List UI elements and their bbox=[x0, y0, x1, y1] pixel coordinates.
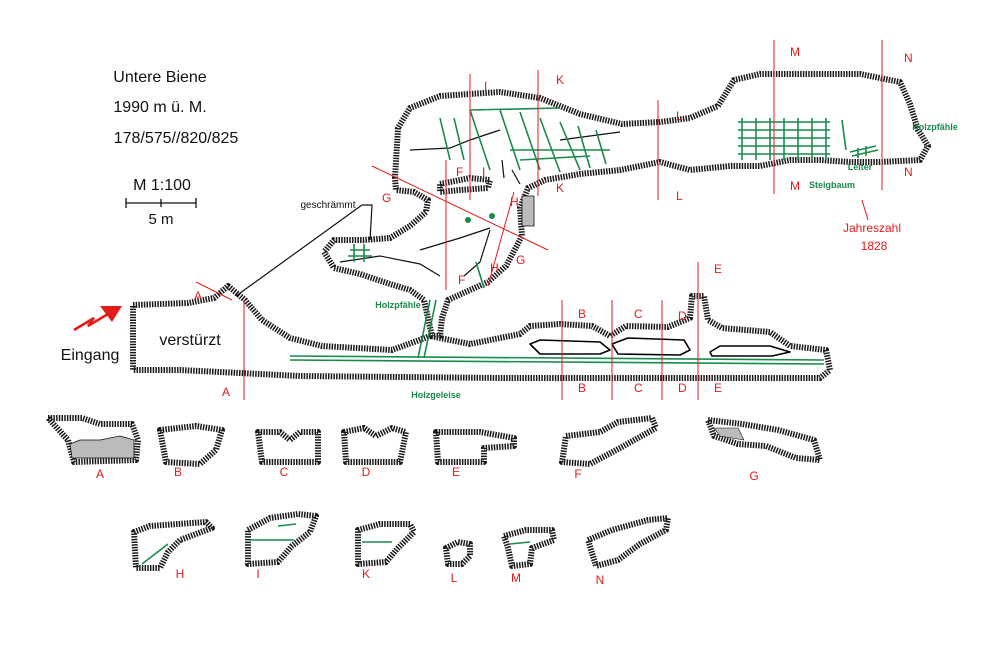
marker-l-bottom: L bbox=[676, 189, 683, 203]
altitude: 1990 m ü. M. bbox=[113, 99, 206, 116]
profile-h-label: H bbox=[176, 567, 185, 581]
floor-block-2 bbox=[611, 337, 691, 356]
floor-line bbox=[511, 169, 521, 185]
cave-plan bbox=[130, 71, 931, 381]
entrance-arrow-icon bbox=[73, 306, 122, 332]
marker-g-bottom: G bbox=[516, 253, 525, 267]
marker-k-top: K bbox=[556, 73, 564, 87]
profile-d bbox=[341, 425, 409, 465]
profile-i bbox=[245, 511, 319, 567]
marker-i-top: I bbox=[484, 79, 487, 93]
marker-l-top: L bbox=[676, 109, 683, 123]
post-marker bbox=[489, 213, 495, 219]
marker-d-bottom: D bbox=[678, 381, 687, 395]
marker-c-top: C bbox=[634, 307, 643, 321]
profile-c bbox=[255, 429, 321, 465]
profile-k bbox=[355, 521, 417, 567]
marker-d-top: D bbox=[678, 309, 687, 323]
collapsed-label: verstürzt bbox=[159, 332, 221, 349]
year-label: Jahreszahl bbox=[843, 221, 901, 235]
floor-line bbox=[463, 229, 491, 277]
cross-sections: A B C D E F G H I K L bbox=[45, 415, 823, 587]
post-marker bbox=[465, 217, 471, 223]
marker-c-bottom: C bbox=[634, 381, 643, 395]
floor-line bbox=[501, 159, 505, 179]
scraped-label: geschrämmt bbox=[300, 200, 355, 211]
wood-beams-left bbox=[348, 107, 610, 262]
coordinates: 178/575//820/825 bbox=[114, 130, 239, 147]
profile-k-label: K bbox=[362, 567, 370, 581]
profile-l-label: L bbox=[451, 571, 458, 585]
floor-line bbox=[419, 227, 491, 251]
year-value: 1828 bbox=[861, 239, 888, 253]
marker-f-bottom: F bbox=[458, 273, 465, 287]
floor-line bbox=[339, 255, 441, 277]
marker-h-top: H bbox=[510, 195, 519, 209]
marker-i-bottom: I bbox=[482, 165, 485, 179]
marker-k-bottom: K bbox=[556, 181, 564, 195]
scraped-pointer bbox=[235, 204, 373, 297]
marker-n-bottom: N bbox=[904, 165, 913, 179]
marker-m-bottom: M bbox=[790, 179, 800, 193]
profile-i-label: I bbox=[256, 567, 259, 581]
scale-ratio: M 1:100 bbox=[133, 177, 191, 194]
marker-b-bottom: B bbox=[578, 381, 586, 395]
profile-b bbox=[157, 423, 225, 467]
wood-grid-right bbox=[738, 118, 879, 160]
profile-f-label: F bbox=[574, 467, 581, 481]
profile-e bbox=[433, 429, 517, 465]
marker-e-bottom: E bbox=[714, 381, 722, 395]
entrance-corridor-wall bbox=[130, 283, 833, 381]
ladder-label: Leiter bbox=[848, 162, 873, 172]
profile-n bbox=[585, 515, 671, 569]
marker-a-bottom: A bbox=[222, 385, 230, 399]
posts-label-a: Holzpfähle bbox=[375, 300, 421, 310]
profile-b-label: B bbox=[174, 465, 182, 479]
entrance-label: Eingang bbox=[61, 347, 120, 364]
profile-i-beam bbox=[250, 523, 297, 541]
profile-c-label: C bbox=[280, 465, 289, 479]
section-lines bbox=[195, 40, 883, 400]
marker-g-top: G bbox=[382, 191, 391, 205]
profile-m bbox=[501, 527, 557, 569]
profile-a-label: A bbox=[96, 467, 104, 481]
climbing-pole-label: Steigbaum bbox=[809, 180, 855, 190]
profile-g-label: G bbox=[749, 469, 758, 483]
marker-b-top: B bbox=[578, 307, 586, 321]
profile-m-label: M bbox=[511, 571, 521, 585]
posts-label-c: Holzpfähle bbox=[912, 122, 958, 132]
profile-f bbox=[559, 415, 659, 467]
marker-a-top: A bbox=[194, 289, 202, 303]
scale-bar-label: 5 m bbox=[148, 211, 173, 228]
upper-hall-wall bbox=[321, 71, 931, 339]
profile-h-beam bbox=[141, 543, 169, 565]
marker-n-top: N bbox=[904, 51, 913, 65]
profile-d-label: D bbox=[362, 465, 371, 479]
profile-e-label: E bbox=[452, 465, 460, 479]
debris-area bbox=[521, 195, 535, 227]
floor-block-1 bbox=[529, 339, 611, 355]
marker-e-top: E bbox=[714, 262, 722, 276]
marker-m-top: M bbox=[790, 45, 800, 59]
section-markers: A A B B C C D D E E F F G G H H I I K K … bbox=[194, 45, 913, 399]
scale-bar bbox=[125, 198, 197, 208]
marker-f-top: F bbox=[456, 165, 463, 179]
profile-a-debris bbox=[69, 435, 135, 459]
profile-n-label: N bbox=[596, 573, 605, 587]
wooden-rails bbox=[289, 299, 825, 365]
floor-block-3 bbox=[709, 345, 791, 357]
floor-line bbox=[559, 131, 621, 141]
profile-h bbox=[131, 519, 215, 571]
profile-l bbox=[443, 539, 473, 567]
rails-label: Holzgeleise bbox=[411, 390, 461, 400]
profile-m-beam bbox=[509, 541, 531, 545]
profile-g-debris bbox=[713, 427, 745, 441]
profile-g bbox=[705, 417, 823, 463]
ladder-marker bbox=[475, 261, 485, 289]
cave-name: Untere Biene bbox=[113, 69, 206, 86]
marker-h-bottom: H bbox=[490, 261, 499, 275]
title-block: Untere Biene 1990 m ü. M. 178/575//820/8… bbox=[113, 69, 238, 228]
year-pointer bbox=[861, 199, 869, 221]
